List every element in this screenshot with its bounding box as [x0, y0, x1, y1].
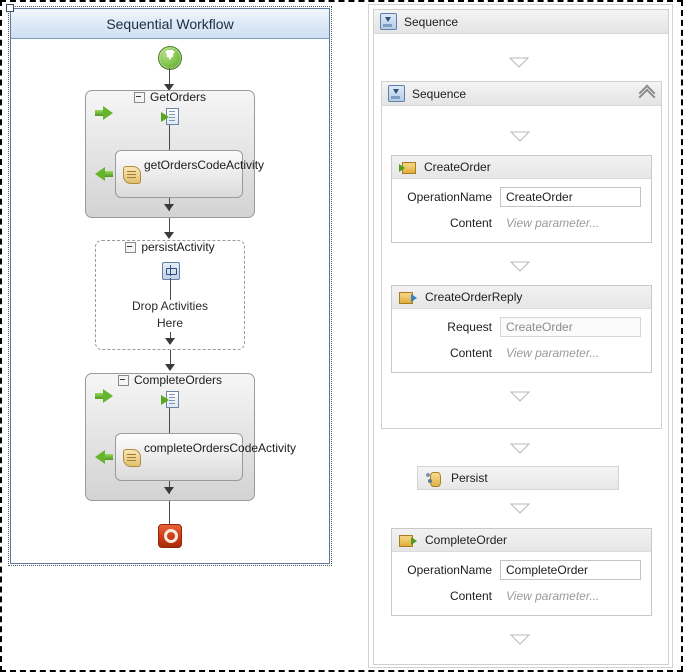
- chevron-double-up-icon[interactable]: [639, 86, 653, 100]
- stop-icon[interactable]: [158, 524, 182, 548]
- collapse-expander-icon[interactable]: [133, 92, 145, 104]
- connector-line: [169, 218, 170, 238]
- activity-get-orders-label: GetOrders: [149, 90, 206, 104]
- connector-line: [169, 408, 170, 433]
- connector-arrow: [165, 364, 175, 371]
- drop-target-arrow[interactable]: [510, 391, 530, 402]
- code-activity-icon: [123, 449, 141, 467]
- connector-line: [169, 68, 170, 90]
- field-row-operation-name: OperationName CreateOrder: [392, 187, 641, 207]
- activity-complete-order[interactable]: CompleteOrder OperationName CompleteOrde…: [391, 528, 652, 616]
- sequence-outer-header[interactable]: Sequence: [374, 10, 668, 34]
- activity-create-order-reply[interactable]: CreateOrderReply Request CreateOrder Con…: [391, 285, 652, 373]
- green-arrow-left-icon: [95, 450, 113, 464]
- field-input-request[interactable]: CreateOrder: [500, 317, 641, 337]
- connector-arrow: [164, 204, 174, 211]
- code-activity-icon: [123, 166, 141, 184]
- activity-create-order[interactable]: CreateOrder OperationName CreateOrder Co…: [391, 155, 652, 243]
- drop-activities-hint: Drop Activities Here: [95, 298, 245, 332]
- sequence-inner-header[interactable]: Sequence: [382, 82, 661, 106]
- field-label-operation-name: OperationName: [407, 563, 492, 577]
- activity-persist[interactable]: Persist: [417, 466, 619, 490]
- field-row-content: Content View parameter...: [392, 586, 641, 606]
- activity-complete-orders-code-label: completeOrdersCodeActivity: [144, 441, 297, 455]
- field-row-content: Content View parameter...: [392, 213, 641, 233]
- sequence-inner-title: Sequence: [412, 86, 467, 101]
- activity-complete-order-header[interactable]: CompleteOrder: [392, 529, 651, 552]
- activity-complete-order-body: OperationName CompleteOrder Content View…: [392, 552, 651, 620]
- start-icon[interactable]: [158, 46, 182, 70]
- field-input-content[interactable]: View parameter...: [506, 346, 600, 360]
- connector-line: [170, 350, 171, 370]
- persist-icon: [426, 471, 442, 487]
- connector-arrow: [165, 338, 175, 345]
- connector-arrow: [164, 232, 174, 239]
- connector-arrow: [164, 84, 174, 91]
- field-label-content: Content: [449, 216, 492, 230]
- workflow-selection-outline: [8, 6, 332, 566]
- activity-persist-title: Persist: [451, 471, 488, 485]
- receive-activity-icon: [161, 391, 179, 408]
- selection-handle[interactable]: [6, 4, 14, 12]
- drop-target-arrow[interactable]: [510, 261, 530, 272]
- sequence-outer-title: Sequence: [404, 14, 459, 29]
- drop-target-arrow[interactable]: [510, 443, 530, 454]
- field-label-request: Request: [447, 320, 492, 334]
- green-arrow-right-icon: [95, 389, 113, 403]
- green-arrow-right-icon: [95, 106, 113, 120]
- persist-activity-icon: [162, 262, 180, 280]
- sequence-icon: [388, 85, 405, 102]
- connector-line: [169, 125, 170, 150]
- field-input-content[interactable]: View parameter...: [506, 216, 600, 230]
- sequence-icon: [380, 13, 397, 30]
- receive-activity-icon: [161, 108, 179, 125]
- activity-persist-title-row: persistActivity: [95, 240, 245, 254]
- connector-arrow: [164, 487, 174, 494]
- activity-get-orders-code-label: getOrdersCodeActivity: [144, 158, 265, 172]
- activity-create-order-header[interactable]: CreateOrder: [392, 156, 651, 179]
- field-label-content: Content: [449, 589, 492, 603]
- activity-create-order-reply-title: CreateOrderReply: [425, 290, 523, 304]
- activity-complete-orders-title-row: CompleteOrders: [85, 373, 255, 387]
- receive-message-icon: [399, 161, 416, 174]
- drop-target-arrow[interactable]: [510, 503, 530, 514]
- drop-target-arrow[interactable]: [509, 57, 529, 68]
- collapse-expander-icon[interactable]: [117, 375, 129, 387]
- activity-create-order-reply-body: Request CreateOrder Content View paramet…: [392, 309, 651, 377]
- field-row-operation-name: OperationName CompleteOrder: [392, 560, 641, 580]
- field-input-operation-name[interactable]: CreateOrder: [500, 187, 641, 207]
- field-input-operation-name[interactable]: CompleteOrder: [500, 560, 641, 580]
- collapse-expander-icon[interactable]: [125, 242, 137, 254]
- send-reply-icon: [399, 291, 417, 304]
- connector-line: [170, 278, 171, 300]
- activity-complete-orders-label: CompleteOrders: [133, 373, 223, 387]
- field-label-content: Content: [449, 346, 492, 360]
- activity-create-order-body: OperationName CreateOrder Content View p…: [392, 179, 651, 247]
- activity-persist-label: persistActivity: [141, 240, 215, 254]
- field-row-content: Content View parameter...: [392, 343, 641, 363]
- receive-message-icon: [399, 534, 417, 547]
- drop-target-arrow[interactable]: [510, 131, 530, 142]
- field-label-operation-name: OperationName: [407, 190, 492, 204]
- drop-hint-line2: Here: [156, 316, 183, 330]
- drop-target-arrow[interactable]: [510, 634, 530, 645]
- drop-hint-line1: Drop Activities: [131, 299, 209, 313]
- green-arrow-left-icon: [95, 167, 113, 181]
- page-title: Sequential Workflow: [11, 9, 329, 39]
- activity-create-order-title: CreateOrder: [424, 160, 491, 174]
- field-input-content[interactable]: View parameter...: [506, 589, 600, 603]
- field-row-request: Request CreateOrder: [392, 317, 641, 337]
- wf4-designer-surface[interactable]: Sequence Sequence CreateOrder OperationN…: [368, 4, 673, 668]
- activity-complete-order-title: CompleteOrder: [425, 533, 508, 547]
- connector-line: [169, 501, 170, 525]
- activity-create-order-reply-header[interactable]: CreateOrderReply: [392, 286, 651, 309]
- connector-line: [170, 332, 171, 342]
- workflow-canvas[interactable]: GetOrders getOrdersCodeActivity persistA…: [11, 40, 329, 564]
- activity-get-orders-title-row: GetOrders: [85, 90, 255, 104]
